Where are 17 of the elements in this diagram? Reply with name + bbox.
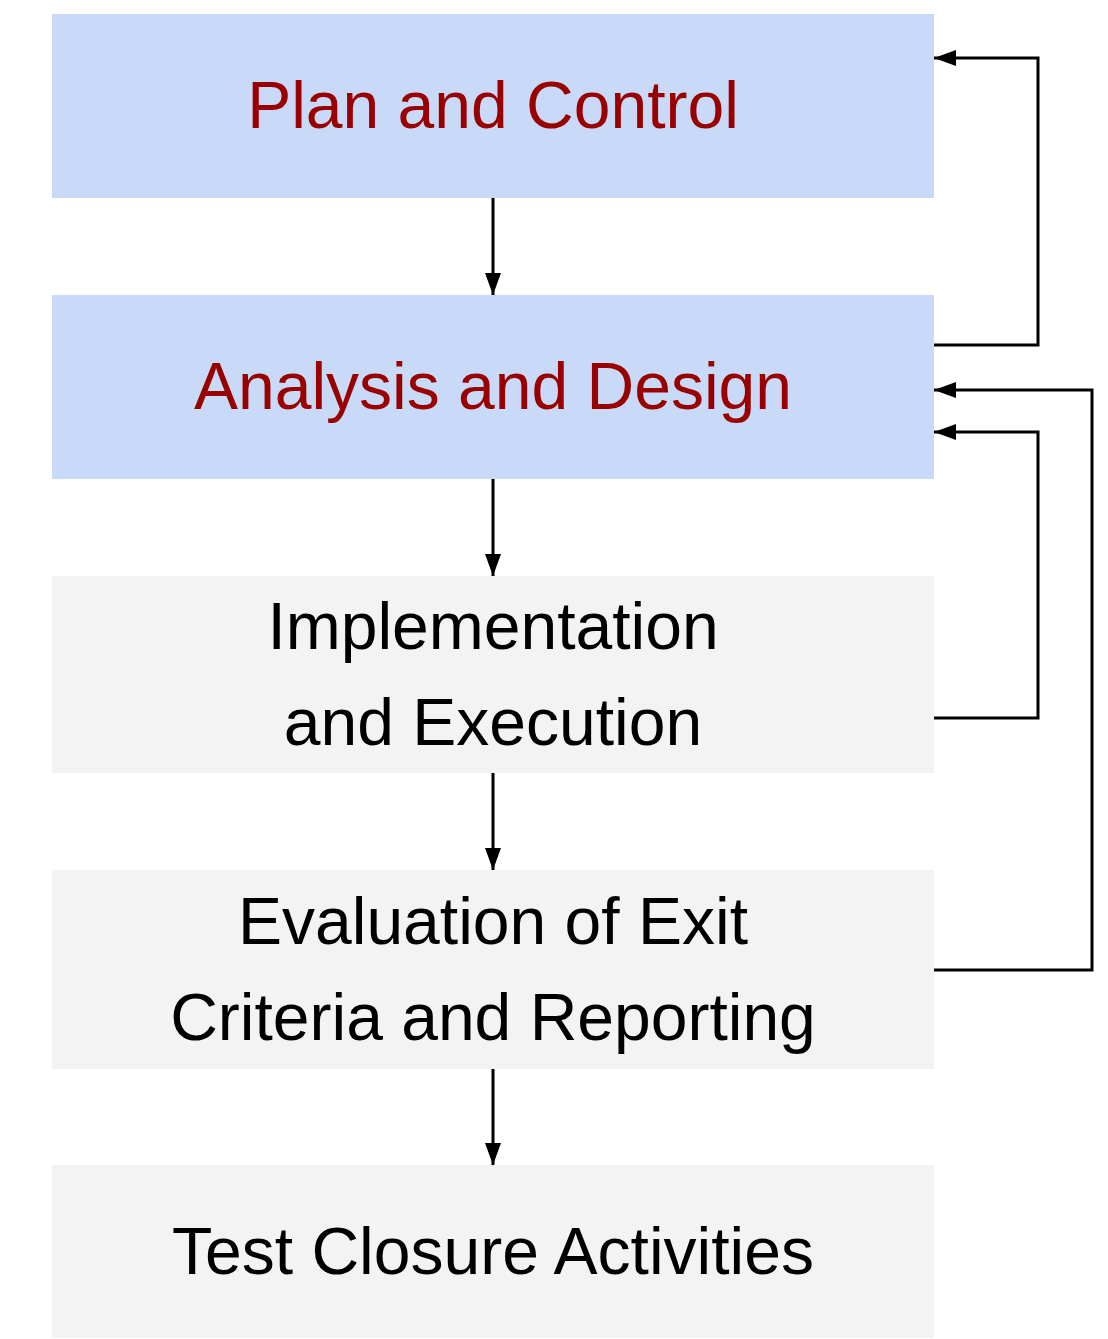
arrow <box>934 50 1040 347</box>
arrow <box>934 424 1040 720</box>
process-box <box>52 1165 934 1338</box>
step-label: Analysis and Design <box>194 348 792 426</box>
process-box <box>52 295 934 479</box>
arrow <box>485 198 501 295</box>
step-label: Test Closure Activities <box>172 1212 814 1290</box>
arrow <box>934 382 1094 972</box>
arrow <box>485 773 501 870</box>
arrow <box>485 479 501 576</box>
process-box <box>52 14 934 198</box>
process-box <box>52 576 934 773</box>
step-label: Plan and Control <box>247 67 739 145</box>
process-box <box>52 870 934 1069</box>
step-label: Evaluation of Exit Criteria and Reporting <box>169 882 817 1056</box>
step-label: Implementation and Execution <box>266 587 720 761</box>
arrow <box>485 1069 501 1165</box>
